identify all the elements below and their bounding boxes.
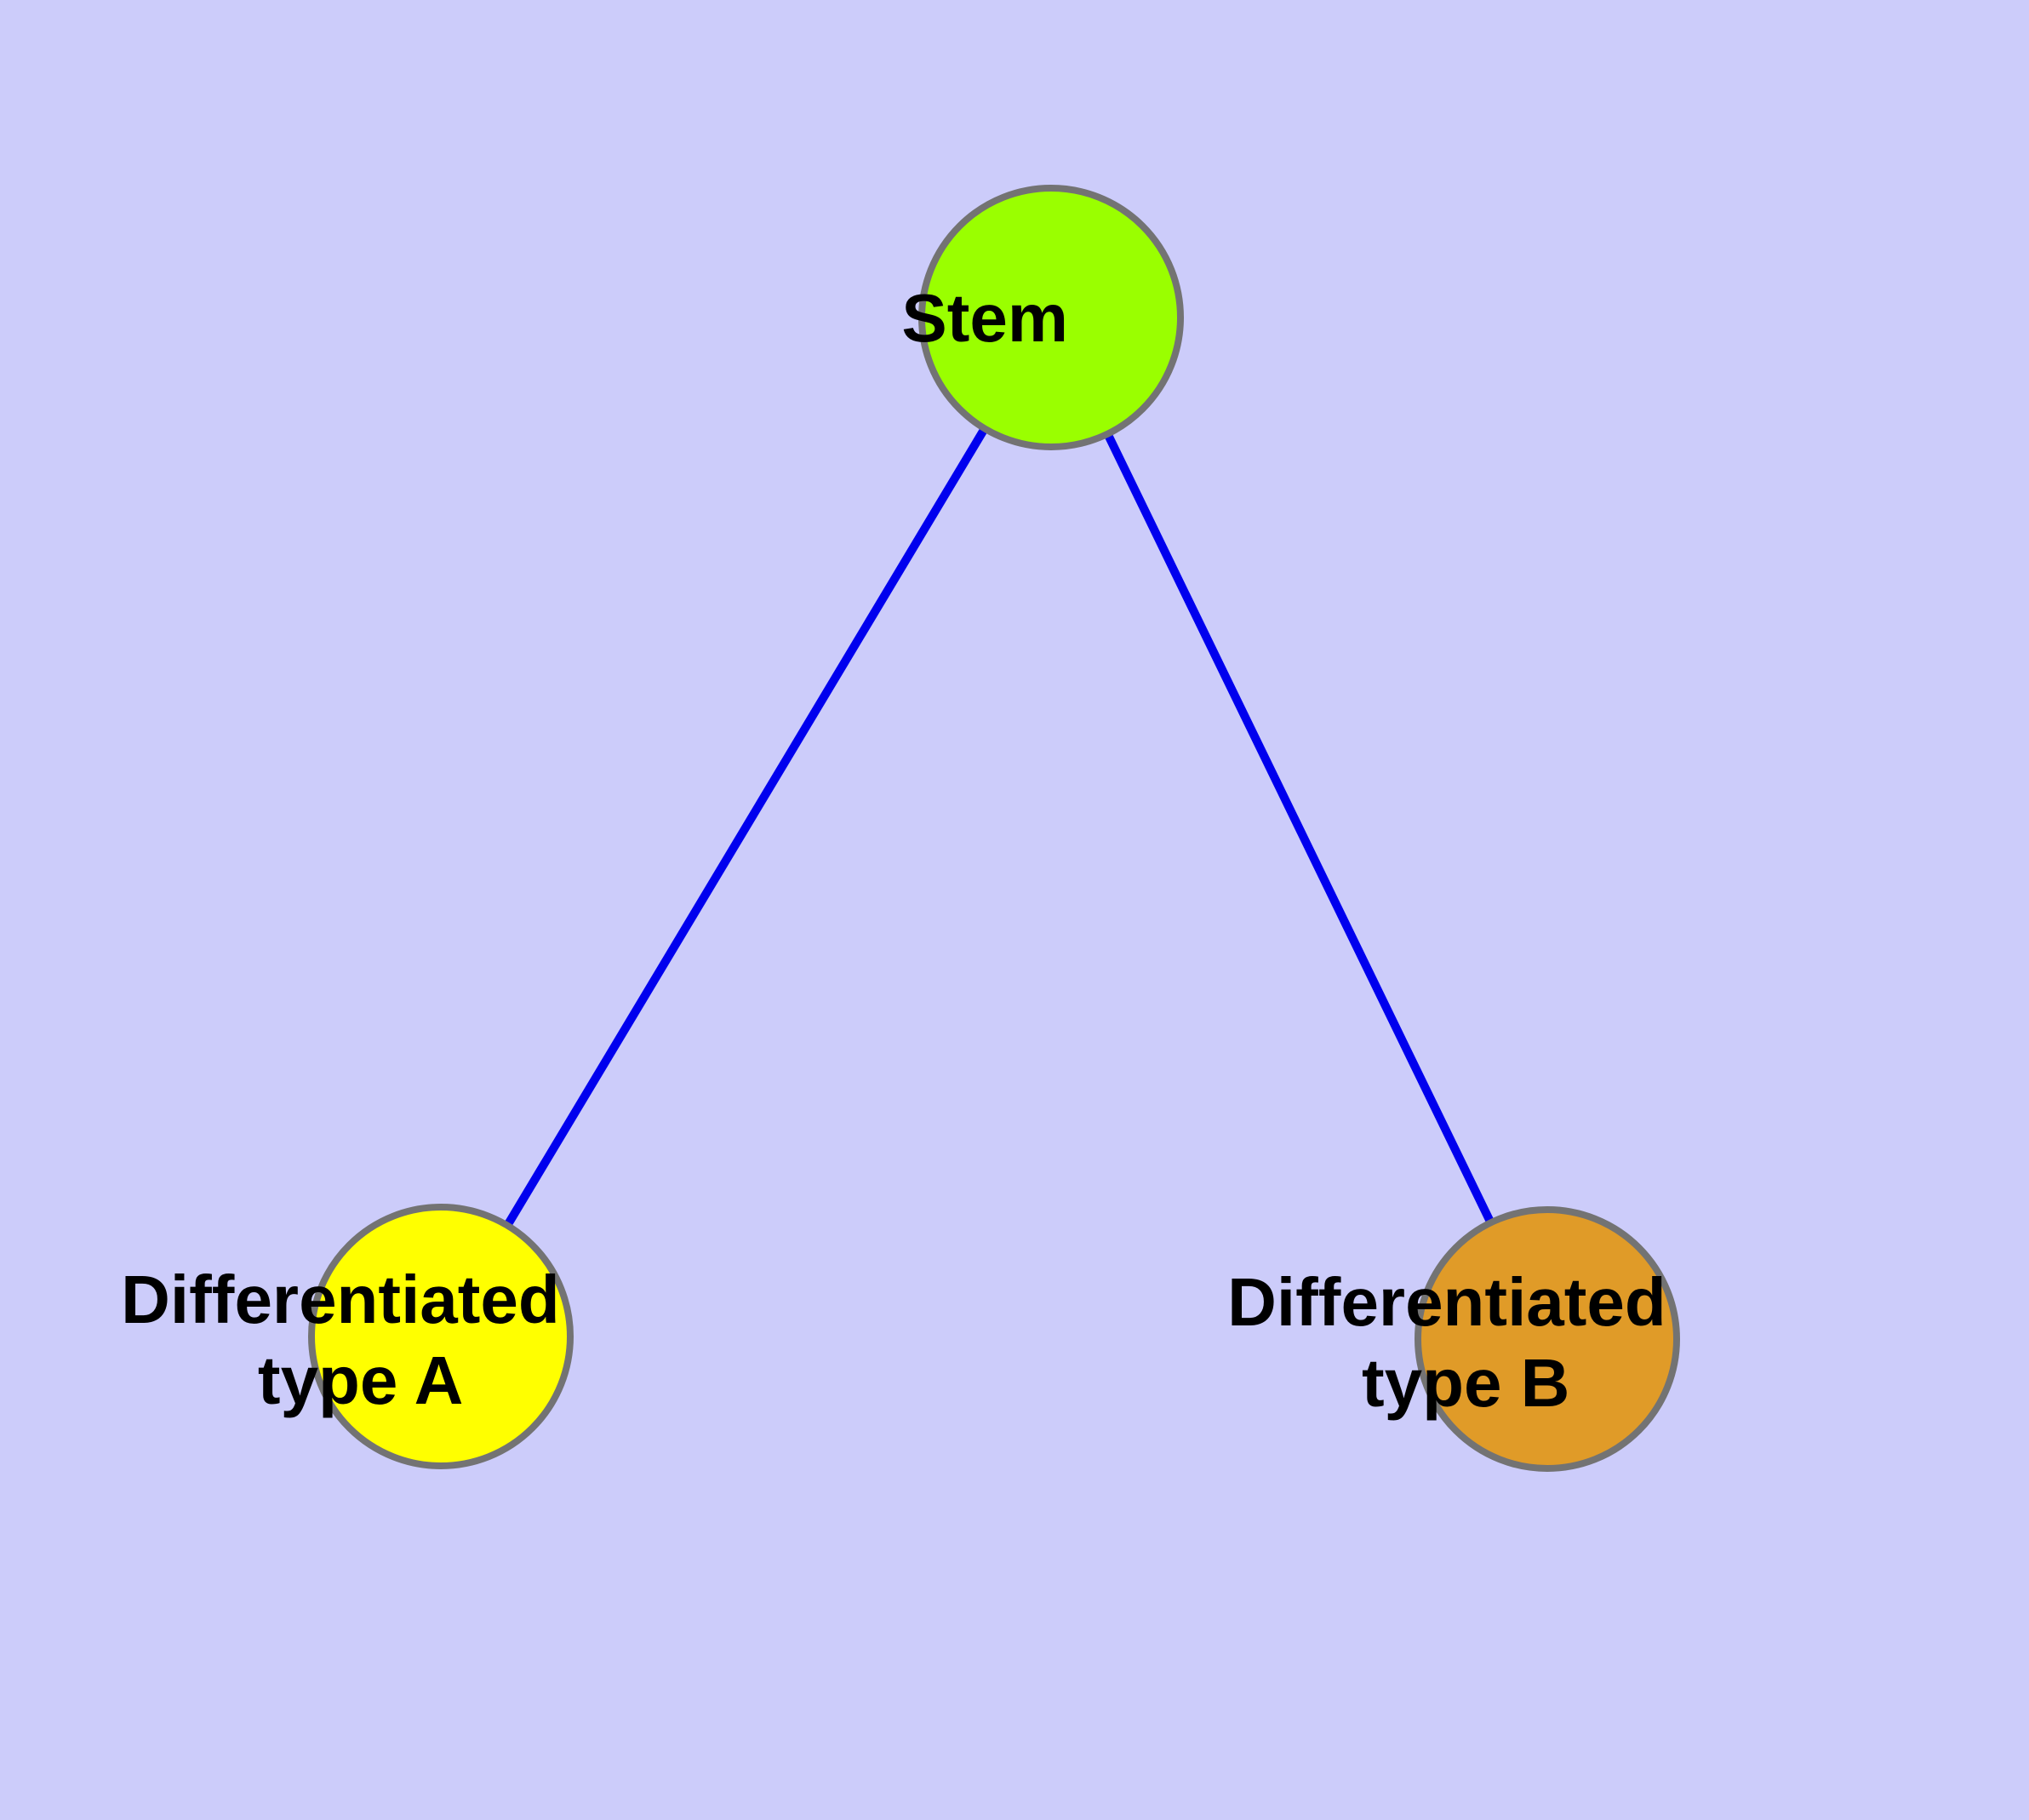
node-differentiated-type-a-label-line-1: Differentiated xyxy=(121,1262,560,1337)
edge-stem-to-differentiated-type-a[interactable] xyxy=(437,315,1055,1339)
node-differentiated-type-a-label-line-2: type A xyxy=(258,1342,462,1418)
node-stem[interactable] xyxy=(918,185,1184,450)
node-stem-label-line-1: Stem xyxy=(901,280,1068,356)
edge-layer xyxy=(437,315,1552,1342)
edge-stem-to-differentiated-type-b[interactable] xyxy=(1047,315,1552,1342)
node-differentiated-type-b-circle[interactable] xyxy=(1415,1206,1680,1472)
label-layer: Stem Differentiated type A Differentiate… xyxy=(121,280,1837,1421)
node-differentiated-type-a-label: Differentiated type A xyxy=(121,1262,730,1418)
node-differentiated-type-a-circle[interactable] xyxy=(308,1204,574,1469)
node-differentiated-type-a[interactable] xyxy=(308,1204,574,1469)
node-layer xyxy=(308,185,1680,1472)
node-differentiated-type-b-label-line-2: type B xyxy=(1362,1345,1570,1421)
node-stem-circle[interactable] xyxy=(918,185,1184,450)
node-differentiated-type-b-label: Differentiated type B xyxy=(1227,1264,1837,1421)
node-stem-label: Stem xyxy=(901,280,1200,356)
node-differentiated-type-b[interactable] xyxy=(1415,1206,1680,1472)
node-differentiated-type-b-label-line-1: Differentiated xyxy=(1227,1264,1666,1340)
